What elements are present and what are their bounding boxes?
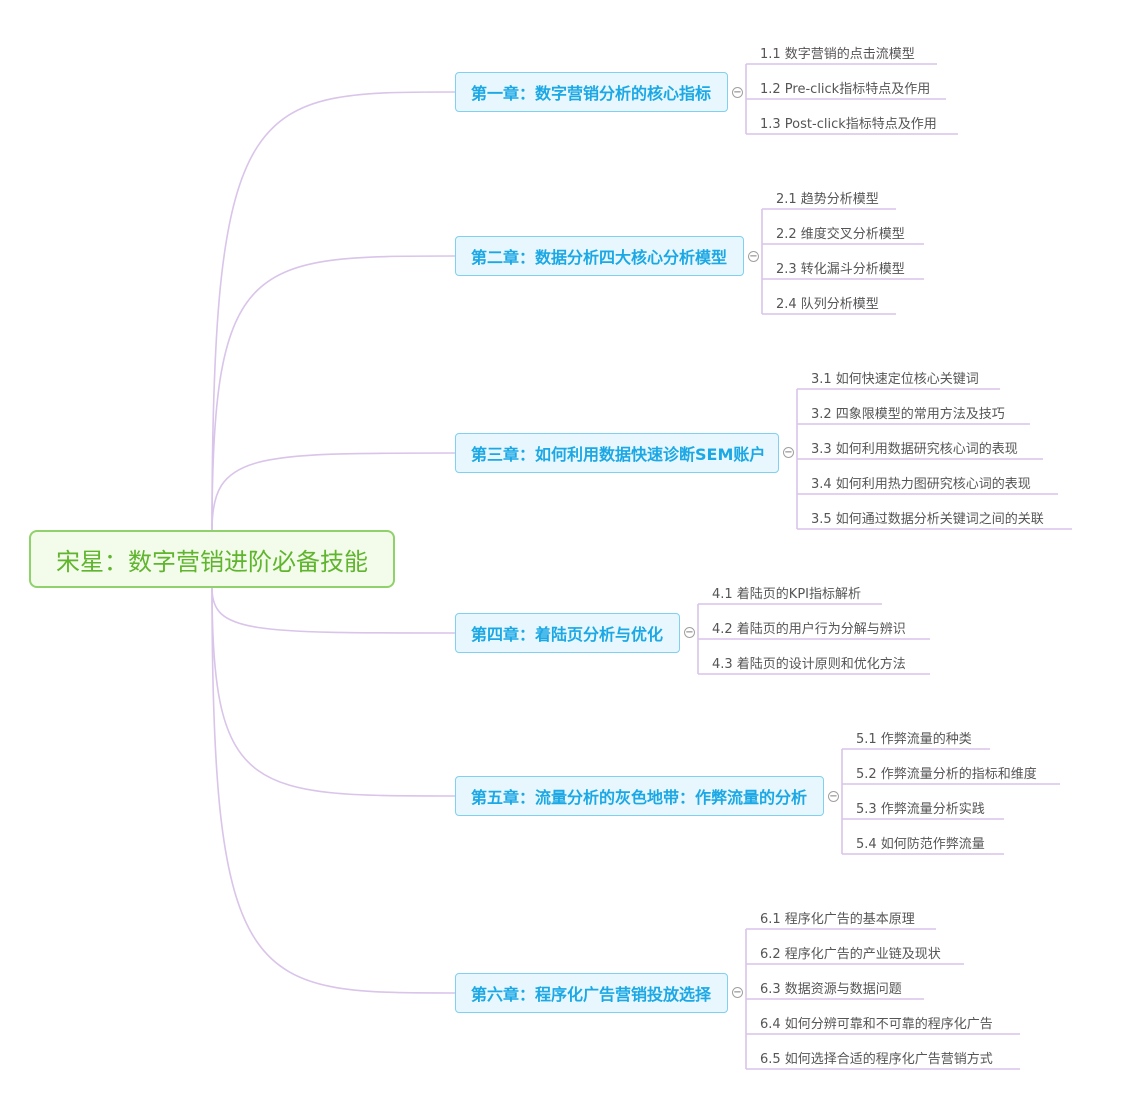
topic-6-1[interactable]: 6.1 程序化广告的基本原理 xyxy=(760,912,915,927)
topic-5-3[interactable]: 5.3 作弊流量分析实践 xyxy=(856,802,985,817)
chapter-connector-6 xyxy=(211,587,456,994)
topic-4-3[interactable]: 4.3 着陆页的设计原则和优化方法 xyxy=(712,657,906,672)
topic-2-3[interactable]: 2.3 转化漏斗分析模型 xyxy=(776,262,905,277)
topic-4-1[interactable]: 4.1 着陆页的KPI指标解析 xyxy=(712,587,862,602)
chapter-connector-3 xyxy=(211,452,456,531)
topic-6-5[interactable]: 6.5 如何选择合适的程序化广告营销方式 xyxy=(760,1052,993,1067)
topic-6-3[interactable]: 6.3 数据资源与数据问题 xyxy=(760,982,902,997)
topic-1-3[interactable]: 1.3 Post-click指标特点及作用 xyxy=(760,117,937,132)
topic-2-1[interactable]: 2.1 趋势分析模型 xyxy=(776,192,879,207)
chapter-connector-2 xyxy=(211,255,456,531)
collapse-icon[interactable]: − xyxy=(732,87,743,98)
topic-3-2[interactable]: 3.2 四象限模型的常用方法及技巧 xyxy=(811,407,1005,422)
topic-1-2[interactable]: 1.2 Pre-click指标特点及作用 xyxy=(760,82,931,97)
topic-1-1[interactable]: 1.1 数字营销的点击流模型 xyxy=(760,47,915,62)
topic-5-2[interactable]: 5.2 作弊流量分析的指标和维度 xyxy=(856,767,1037,782)
collapse-icon[interactable]: − xyxy=(732,987,743,998)
topic-2-2[interactable]: 2.2 维度交叉分析模型 xyxy=(776,227,905,242)
topic-3-5[interactable]: 3.5 如何通过数据分析关键词之间的关联 xyxy=(811,512,1044,527)
topic-2-4[interactable]: 2.4 队列分析模型 xyxy=(776,297,879,312)
root-topic[interactable]: 宋星：数字营销进阶必备技能 xyxy=(29,530,395,588)
collapse-icon[interactable]: − xyxy=(828,791,839,802)
chapter-5-node[interactable]: 第五章：流量分析的灰色地带：作弊流量的分析 xyxy=(455,776,824,816)
chapter-connector-1 xyxy=(211,91,456,531)
chapter-connector-4 xyxy=(211,587,456,634)
collapse-icon[interactable]: − xyxy=(684,627,695,638)
topic-3-3[interactable]: 3.3 如何利用数据研究核心词的表现 xyxy=(811,442,1018,457)
chapter-1-node[interactable]: 第一章：数字营销分析的核心指标 xyxy=(455,72,728,112)
collapse-icon[interactable]: − xyxy=(783,447,794,458)
topic-3-4[interactable]: 3.4 如何利用热力图研究核心词的表现 xyxy=(811,477,1031,492)
chapter-6-node[interactable]: 第六章：程序化广告营销投放选择 xyxy=(455,973,728,1013)
collapse-icon[interactable]: − xyxy=(748,251,759,262)
topic-3-1[interactable]: 3.1 如何快速定位核心关键词 xyxy=(811,372,979,387)
chapter-connector-5 xyxy=(211,587,456,797)
chapter-2-node[interactable]: 第二章：数据分析四大核心分析模型 xyxy=(455,236,744,276)
topic-5-4[interactable]: 5.4 如何防范作弊流量 xyxy=(856,837,985,852)
topic-5-1[interactable]: 5.1 作弊流量的种类 xyxy=(856,732,972,747)
chapter-3-node[interactable]: 第三章：如何利用数据快速诊断SEM账户 xyxy=(455,433,779,473)
topic-4-2[interactable]: 4.2 着陆页的用户行为分解与辨识 xyxy=(712,622,906,637)
topic-6-4[interactable]: 6.4 如何分辨可靠和不可靠的程序化广告 xyxy=(760,1017,993,1032)
topic-6-2[interactable]: 6.2 程序化广告的产业链及现状 xyxy=(760,947,941,962)
chapter-4-node[interactable]: 第四章：着陆页分析与优化 xyxy=(455,613,680,653)
